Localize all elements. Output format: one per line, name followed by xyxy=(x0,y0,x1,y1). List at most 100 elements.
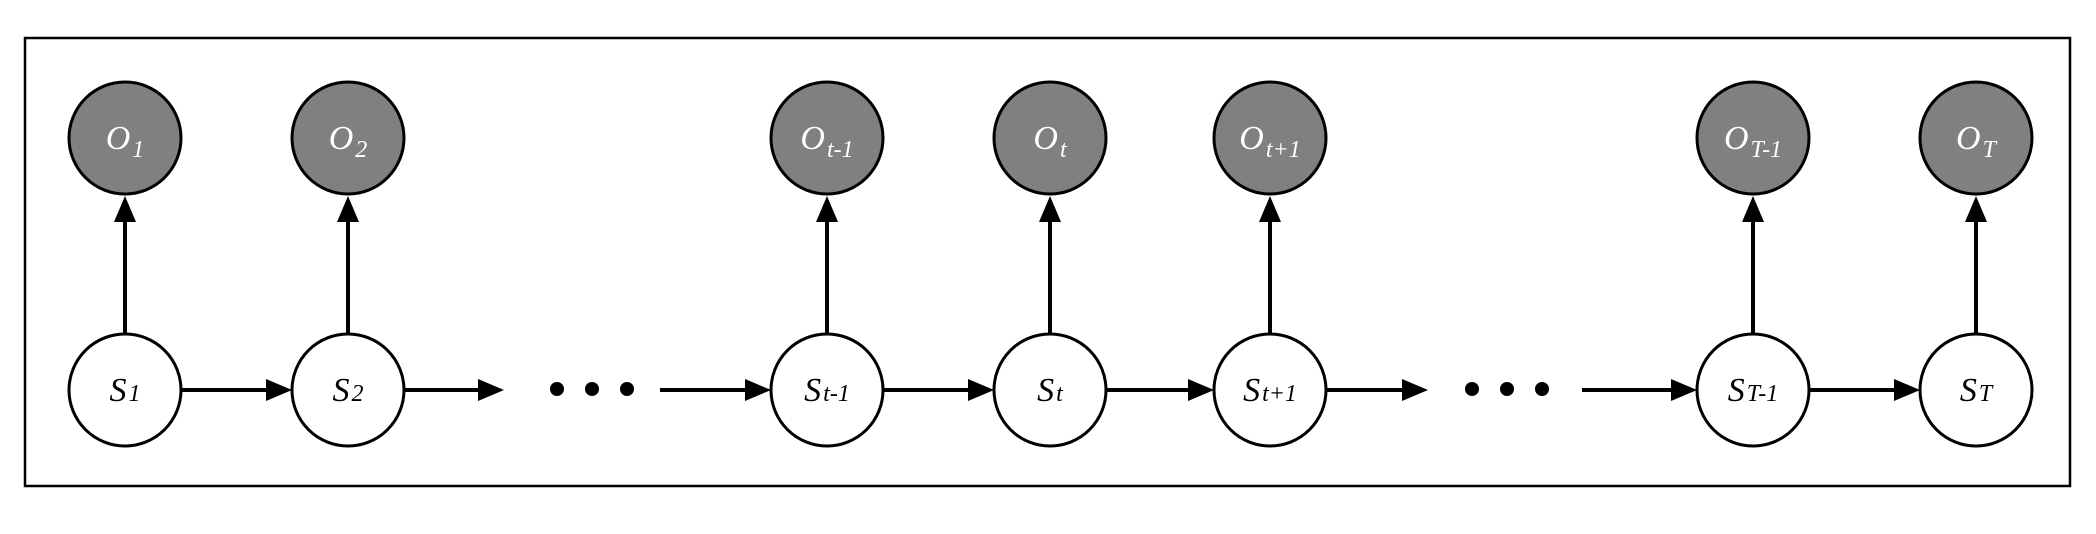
emission-arrow xyxy=(1965,196,1987,334)
transition-arrow xyxy=(883,379,994,401)
state-label-subscript: t-1 xyxy=(823,381,850,407)
arrow-head xyxy=(478,379,504,401)
state-label-base: S xyxy=(1037,372,1054,409)
observation-node: O1 xyxy=(67,80,183,196)
observation-circle xyxy=(1918,80,2034,196)
arrow-head xyxy=(1039,196,1061,222)
state-label-base: S xyxy=(333,372,350,409)
observation-node: Ot-1 xyxy=(769,80,885,196)
transition-arrow xyxy=(1582,379,1697,401)
observation-label-subscript: t xyxy=(1060,137,1068,163)
state-label-base: S xyxy=(804,372,821,409)
state-label-base: S xyxy=(110,372,127,409)
arrow-head xyxy=(1742,196,1764,222)
state-label-base: S xyxy=(1728,372,1745,409)
transition-arrow xyxy=(181,379,292,401)
state-label: ST-1 xyxy=(1728,372,1779,409)
state-label-subscript: 2 xyxy=(352,381,364,407)
transition-arrow xyxy=(1106,379,1214,401)
ellipsis-dot xyxy=(550,382,564,396)
state-circle xyxy=(992,332,1108,448)
state-node: ST-1 xyxy=(1695,332,1811,448)
state-label-base: S xyxy=(1243,372,1260,409)
ellipsis-dot xyxy=(1535,382,1549,396)
emission-arrow xyxy=(1742,196,1764,334)
state-label-subscript: t+1 xyxy=(1262,381,1297,407)
state-label: St-1 xyxy=(804,372,850,409)
observation-label: OT xyxy=(1956,120,1998,163)
state-circle xyxy=(1695,332,1811,448)
observation-label-base: O xyxy=(800,120,825,157)
state-node: S1 xyxy=(67,332,183,448)
emission-arrow xyxy=(114,196,136,334)
state-circle xyxy=(290,332,406,448)
state-circle xyxy=(1918,332,2034,448)
arrow-head xyxy=(745,379,771,401)
observation-circle xyxy=(67,80,183,196)
state-label-base: S xyxy=(1960,372,1977,409)
observation-circle xyxy=(992,80,1108,196)
arrow-head xyxy=(1188,379,1214,401)
ellipsis-right xyxy=(1465,382,1549,396)
emission-arrow xyxy=(1259,196,1281,334)
state-label: St+1 xyxy=(1243,372,1297,409)
state-circle xyxy=(1212,332,1328,448)
state-label-subscript: T xyxy=(1979,381,1994,407)
state-label-subscript: T-1 xyxy=(1747,381,1779,407)
observation-label-subscript: 2 xyxy=(355,137,367,163)
arrow-head xyxy=(114,196,136,222)
observation-label-base: O xyxy=(1956,120,1981,157)
observation-label: Ot xyxy=(1033,120,1068,163)
observation-node: O2 xyxy=(290,80,406,196)
arrow-head xyxy=(968,379,994,401)
arrow-head xyxy=(337,196,359,222)
transition-arrow xyxy=(404,379,504,401)
observation-node: Ot xyxy=(992,80,1108,196)
state-label: ST xyxy=(1960,372,1994,409)
observation-circle xyxy=(769,80,885,196)
transition-arrow xyxy=(1809,379,1920,401)
observation-node: Ot+1 xyxy=(1212,80,1328,196)
observation-label: O2 xyxy=(329,120,368,163)
state-node: St+1 xyxy=(1212,332,1328,448)
observation-label: Ot-1 xyxy=(800,120,853,163)
observation-label-base: O xyxy=(329,120,354,157)
state-node: St-1 xyxy=(769,332,885,448)
ellipsis-dot xyxy=(1465,382,1479,396)
observation-node: OT-1 xyxy=(1695,80,1811,196)
observation-label-base: O xyxy=(106,120,131,157)
state-node: St xyxy=(992,332,1108,448)
observation-label-base: O xyxy=(1239,120,1264,157)
observation-label-subscript: t+1 xyxy=(1266,137,1301,163)
state-node: S2 xyxy=(290,332,406,448)
arrow-head xyxy=(266,379,292,401)
observation-label: Ot+1 xyxy=(1239,120,1300,163)
state-circle xyxy=(67,332,183,448)
transition-arrow xyxy=(660,379,771,401)
arrow-head xyxy=(1894,379,1920,401)
observation-label-subscript: 1 xyxy=(132,137,144,163)
ellipsis-dot xyxy=(585,382,599,396)
arrow-head xyxy=(1259,196,1281,222)
observation-label-subscript: T xyxy=(1983,137,1998,163)
observation-label-base: O xyxy=(1724,120,1749,157)
arrow-head xyxy=(816,196,838,222)
observation-label-subscript: T-1 xyxy=(1751,137,1783,163)
arrow-head xyxy=(1671,379,1697,401)
observation-label: OT-1 xyxy=(1724,120,1782,163)
state-label: S2 xyxy=(333,372,364,409)
observation-circle xyxy=(1695,80,1811,196)
ellipsis-left xyxy=(550,382,634,396)
arrow-head xyxy=(1965,196,1987,222)
observation-label-base: O xyxy=(1033,120,1058,157)
emission-arrow xyxy=(337,196,359,334)
state-node: ST xyxy=(1918,332,2034,448)
emission-arrow xyxy=(816,196,838,334)
arrow-head xyxy=(1402,379,1428,401)
emission-arrow xyxy=(1039,196,1061,334)
ellipsis-dot xyxy=(1500,382,1514,396)
state-label-subscript: 1 xyxy=(129,381,141,407)
observation-circle xyxy=(290,80,406,196)
